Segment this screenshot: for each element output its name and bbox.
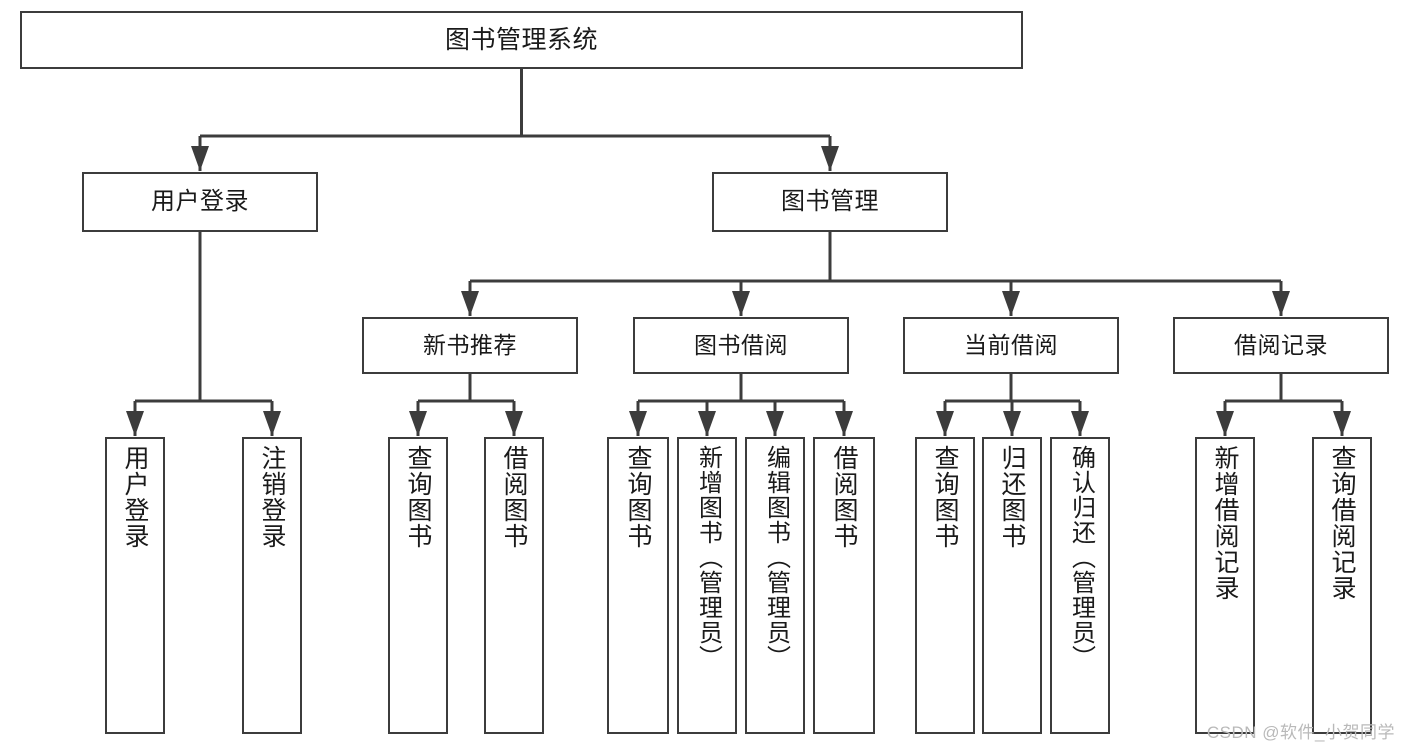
node-label: 查询图书	[404, 445, 432, 549]
node-current[interactable]: 当前借阅	[903, 317, 1119, 374]
arrowhead-icon	[732, 291, 750, 316]
node-bookmgmt[interactable]: 图书管理	[712, 172, 948, 232]
arrowhead-icon	[263, 411, 281, 436]
node-leaf11[interactable]: 确认归还（管理员）	[1050, 437, 1110, 734]
node-label: 新书推荐	[423, 332, 517, 359]
node-label: 图书借阅	[694, 332, 788, 359]
node-leaf6[interactable]: 新增图书（管理员）	[677, 437, 737, 734]
node-label: 确认归还（管理员）	[1067, 445, 1095, 670]
watermark-label: CSDN @软件_小贺同学	[1206, 723, 1395, 742]
node-label: 注销登录	[258, 445, 286, 549]
node-leaf13[interactable]: 查询借阅记录	[1312, 437, 1372, 734]
node-label: 图书管理	[781, 188, 879, 216]
node-label: 用户登录	[121, 445, 149, 549]
node-leaf9[interactable]: 查询图书	[915, 437, 975, 734]
node-label: 归还图书	[998, 445, 1026, 549]
node-records[interactable]: 借阅记录	[1173, 317, 1389, 374]
node-label: 当前借阅	[964, 332, 1058, 359]
node-leaf12[interactable]: 新增借阅记录	[1195, 437, 1255, 734]
node-leaf10[interactable]: 归还图书	[982, 437, 1042, 734]
node-label: 借阅图书	[830, 445, 858, 549]
node-label: 用户登录	[151, 188, 249, 216]
arrowhead-icon	[126, 411, 144, 436]
arrowhead-icon	[835, 411, 853, 436]
arrowhead-icon	[1071, 411, 1089, 436]
arrowhead-icon	[1003, 411, 1021, 436]
node-label: 新增图书（管理员）	[694, 445, 722, 670]
node-leaf3[interactable]: 查询图书	[388, 437, 448, 734]
arrowhead-icon	[1333, 411, 1351, 436]
node-label: 图书管理系统	[444, 25, 598, 54]
arrowhead-icon	[1002, 291, 1020, 316]
node-leaf5[interactable]: 查询图书	[607, 437, 669, 734]
node-login[interactable]: 用户登录	[82, 172, 318, 232]
arrowhead-icon	[1216, 411, 1234, 436]
arrowhead-icon	[505, 411, 523, 436]
node-label: 新增借阅记录	[1211, 445, 1239, 601]
node-label: 借阅记录	[1234, 332, 1328, 359]
node-label: 查询借阅记录	[1328, 445, 1356, 601]
node-root[interactable]: 图书管理系统	[20, 11, 1023, 69]
node-leaf2[interactable]: 注销登录	[242, 437, 302, 734]
node-leaf4[interactable]: 借阅图书	[484, 437, 544, 734]
node-label: 编辑图书（管理员）	[762, 445, 790, 670]
arrowhead-icon	[629, 411, 647, 436]
node-label: 查询图书	[624, 445, 652, 549]
arrowhead-icon	[191, 146, 209, 171]
node-leaf1[interactable]: 用户登录	[105, 437, 165, 734]
node-label: 查询图书	[931, 445, 959, 549]
node-newbook[interactable]: 新书推荐	[362, 317, 578, 374]
arrowhead-icon	[766, 411, 784, 436]
node-leaf7[interactable]: 编辑图书（管理员）	[745, 437, 805, 734]
arrowhead-icon	[409, 411, 427, 436]
arrowhead-icon	[461, 291, 479, 316]
node-borrow[interactable]: 图书借阅	[633, 317, 849, 374]
arrowhead-icon	[936, 411, 954, 436]
node-label: 借阅图书	[500, 445, 528, 549]
arrowhead-icon	[1272, 291, 1290, 316]
node-leaf8[interactable]: 借阅图书	[813, 437, 875, 734]
arrowhead-icon	[821, 146, 839, 171]
arrowhead-icon	[698, 411, 716, 436]
